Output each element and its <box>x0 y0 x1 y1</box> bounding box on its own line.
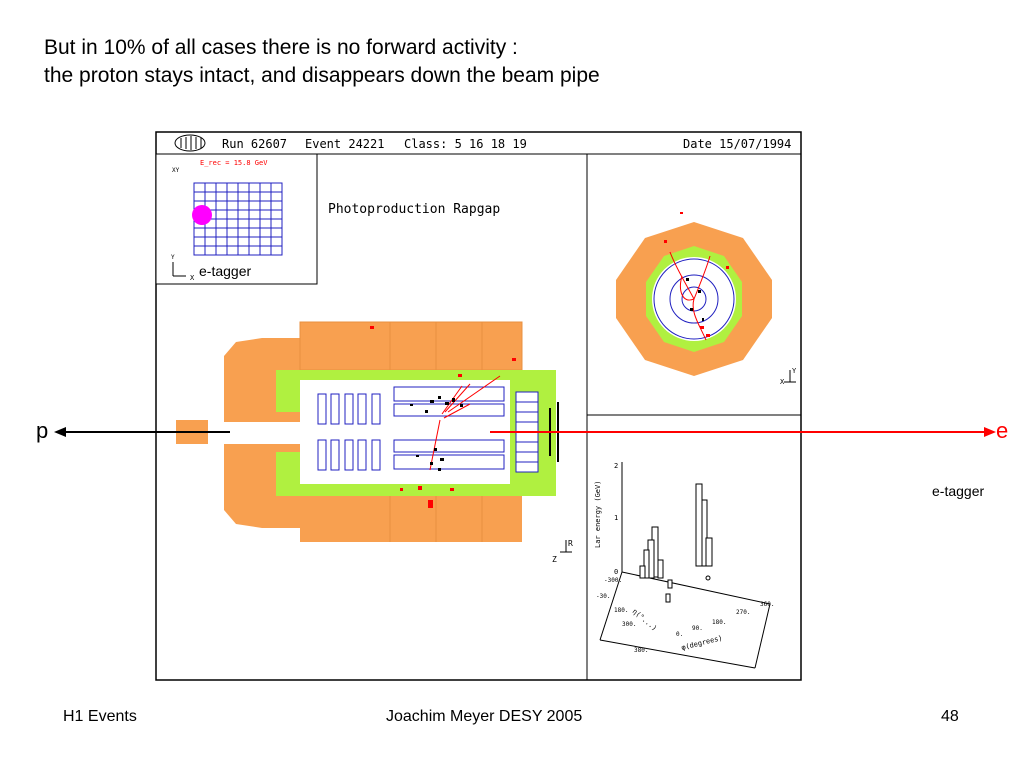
slide-title: But in 10% of all cases there is no forw… <box>44 34 600 90</box>
page-number: 48 <box>941 708 959 725</box>
footer-center: Joachim Meyer DESY 2005 <box>386 708 583 725</box>
h1-logo-icon <box>174 134 206 152</box>
barrel-calorimeter-top <box>300 322 522 370</box>
radial-view: X Y <box>616 212 797 386</box>
radial-axis-y: Y <box>792 367 797 375</box>
display-caption: Photoproduction Rapgap <box>328 202 500 217</box>
inset-corner-label: XY <box>172 167 180 174</box>
lego-tick-y-mid: 1 <box>614 514 618 522</box>
tracker-band-bottom <box>276 452 556 496</box>
lego-plot: Lar energy (GeV) 2 1 0 -300. -30. 180. 3… <box>594 462 774 669</box>
calorimeter-hits <box>370 326 516 508</box>
lego-tick-eta-0: -300. <box>604 577 622 584</box>
lego-tick-eta-4: 380. <box>634 647 648 654</box>
barrel-calorimeter-bottom <box>300 496 522 542</box>
lego-tick-phi-3: 270. <box>736 609 750 616</box>
lego-tick-y-top: 2 <box>614 462 618 470</box>
inset-axis-x: X <box>190 274 195 282</box>
inset-axis-y: Y <box>171 254 175 261</box>
title-line-2: the proton stays intact, and disappears … <box>44 64 600 87</box>
side-axes-icon <box>560 540 572 553</box>
header-date: Date 15/07/1994 <box>683 137 791 151</box>
footer-left: H1 Events <box>63 708 137 725</box>
inset-axes-icon <box>172 262 186 277</box>
lego-tick-phi-1: 90. <box>692 625 703 632</box>
header-class: Class: 5 16 18 19 <box>404 137 527 151</box>
lego-towers <box>639 483 713 603</box>
radial-axis-x: X <box>780 378 785 386</box>
inset-tagger-label: e-tagger <box>199 263 251 279</box>
lego-tick-eta-3: 300. <box>622 621 636 628</box>
side-axis-r: R <box>568 539 573 548</box>
side-view: Z R <box>176 321 573 564</box>
lego-tick-phi-2: 180. <box>712 619 726 626</box>
lego-tick-y-bottom: 0 <box>614 568 618 576</box>
tagger-cluster <box>192 205 212 225</box>
proton-label: p <box>36 418 49 443</box>
electron-label: e <box>996 418 1009 443</box>
lego-tick-eta-1: -30. <box>596 593 610 600</box>
e-tagger-label: e-tagger <box>932 483 985 499</box>
title-line-1: But in 10% of all cases there is no forw… <box>44 36 518 59</box>
lego-tick-phi-0: 0. <box>676 631 683 638</box>
side-axis-z: Z <box>552 555 557 564</box>
proton-beam-arrow <box>54 427 230 437</box>
header-event: Event 24221 <box>305 137 384 151</box>
radial-axes-icon <box>784 370 796 383</box>
event-hits <box>410 396 463 471</box>
radial-tracks <box>669 251 711 341</box>
lego-ylabel: Lar energy (GeV) <box>594 481 602 548</box>
radial-hits <box>664 212 729 337</box>
lego-tick-phi-4: 360. <box>760 601 774 608</box>
inset-energy-label: E_rec = 15.8 GeV <box>200 159 268 167</box>
radial-chamber-outer <box>653 258 735 340</box>
radial-chamber-inner <box>669 274 719 324</box>
tracker-band-top <box>276 370 556 412</box>
lego-tick-eta-2: 180. <box>614 607 628 614</box>
header-run: Run 62607 <box>222 137 287 151</box>
electron-beam-arrow <box>490 427 996 437</box>
